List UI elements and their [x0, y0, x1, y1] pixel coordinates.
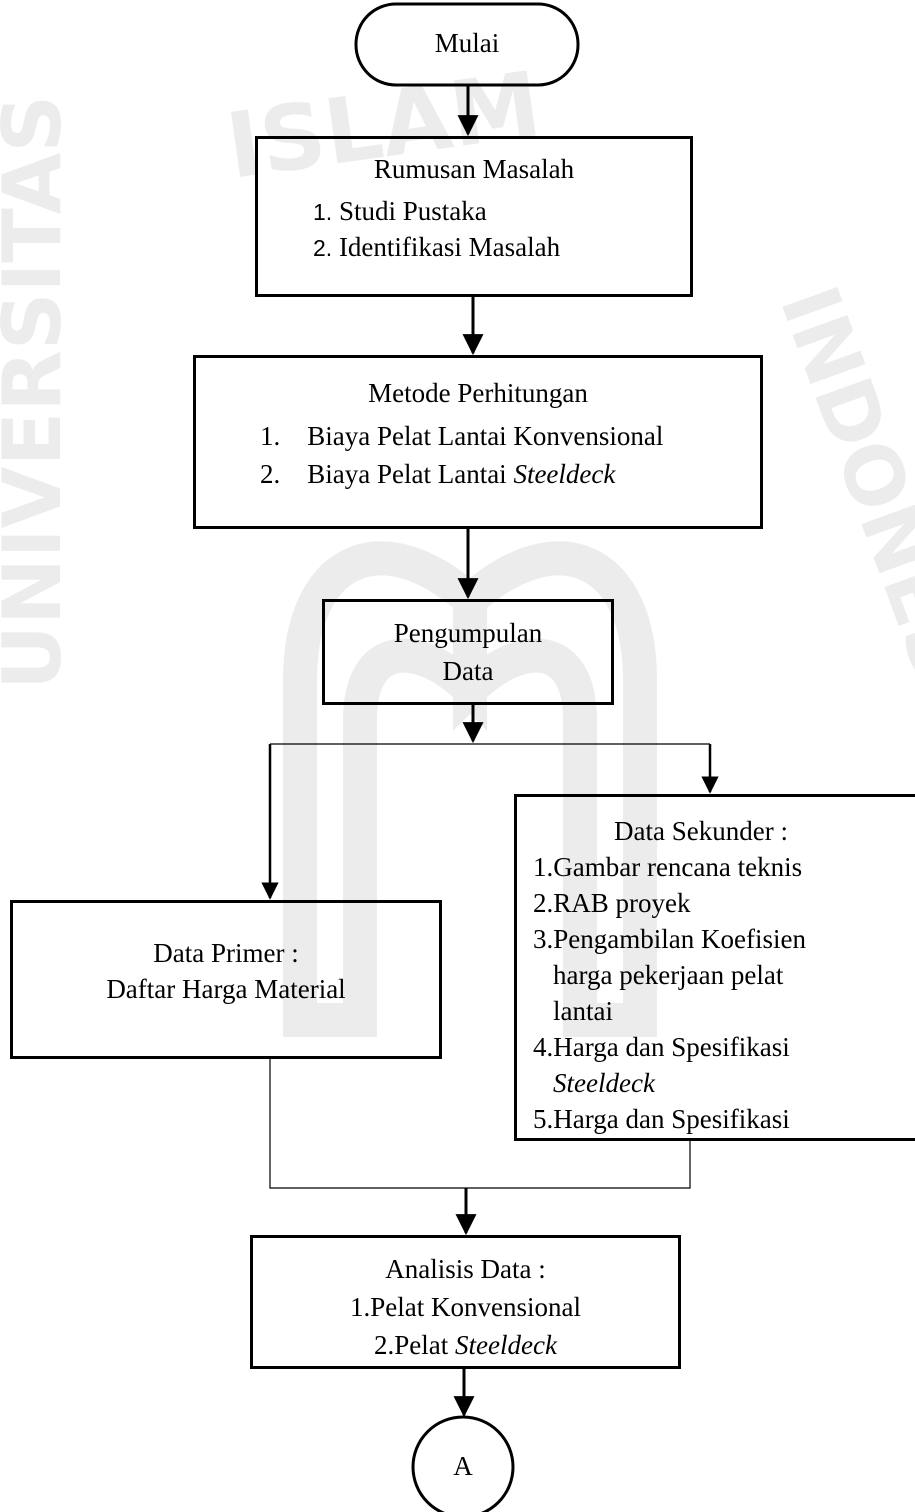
analisis-item-2: 2.Pelat Steeldeck — [250, 1326, 681, 1364]
sekunder-line-7: Steeldeck — [553, 1064, 655, 1102]
pengumpulan-line-1: Pengumpulan — [393, 618, 543, 648]
connector-a-label: A — [453, 1451, 473, 1481]
sekunder-line-8: 5.Harga dan Spesifikasi — [533, 1104, 790, 1134]
rumusan-title: Rumusan Masalah — [373, 154, 575, 184]
metode-item-2-italic: Steeldeck — [513, 459, 616, 489]
sekunder-line-3: 3.Pengambilan Koefisien — [533, 924, 806, 954]
analisis-item-2-prefix: 2.Pelat — [374, 1330, 456, 1360]
metode-title: Metode Perhitungan — [368, 378, 588, 408]
rumusan-item-2-text: Identifikasi Masalah — [338, 232, 561, 262]
rumusan-item-2-num: 2. — [313, 235, 333, 261]
metode-item-2-text: Biaya Pelat Lantai — [307, 459, 514, 489]
connector-a-shape — [411, 1415, 515, 1512]
sekunder-line-1: 1.Gambar rencana teknis — [533, 852, 803, 882]
metode-item-2: 2. Biaya Pelat Lantai Steeldeck — [260, 455, 615, 493]
analisis-title: Analisis Data : — [385, 1254, 546, 1284]
rumusan-masalah-box — [255, 136, 693, 297]
metode-item-2-num: 2. — [260, 459, 281, 489]
analisis-data-box — [250, 1235, 681, 1369]
sekunder-line-4: harga pekerjaan pelat — [553, 960, 784, 990]
sekunder-line-2: 2.RAB proyek — [533, 888, 691, 918]
primer-title: Data Primer : — [153, 938, 299, 968]
start-terminator-shape — [354, 2, 580, 87]
data-sekunder-box — [514, 794, 915, 1141]
rumusan-item-1: 1. Studi Pustaka — [313, 192, 487, 231]
start-label: Mulai — [434, 28, 500, 58]
sekunder-line-6: 4.Harga dan Spesifikasi — [533, 1032, 790, 1062]
rumusan-item-2: 2. Identifikasi Masalah — [313, 228, 560, 267]
metode-item-1-num: 1. — [260, 421, 281, 451]
rumusan-item-1-num: 1. — [313, 199, 333, 225]
sekunder-line-7-italic: Steeldeck — [553, 1068, 655, 1098]
primer-text: Daftar Harga Material — [106, 974, 346, 1004]
metode-item-1: 1. Biaya Pelat Lantai Konvensional — [260, 417, 663, 455]
analisis-item-1: 1.Pelat Konvensional — [350, 1292, 581, 1322]
pengumpulan-data-box — [322, 599, 614, 705]
metode-item-1-text: Biaya Pelat Lantai Konvensional — [307, 421, 664, 451]
merge-line — [269, 1058, 691, 1189]
sekunder-title: Data Sekunder : — [614, 816, 788, 846]
analisis-item-2-italic: Steeldeck — [455, 1330, 557, 1360]
metode-perhitungan-box — [193, 355, 763, 529]
pengumpulan-line-2: Data — [442, 656, 494, 686]
sekunder-line-5: lantai — [553, 996, 613, 1026]
rumusan-item-1-text: Studi Pustaka — [338, 196, 487, 226]
data-primer-box — [10, 900, 442, 1059]
